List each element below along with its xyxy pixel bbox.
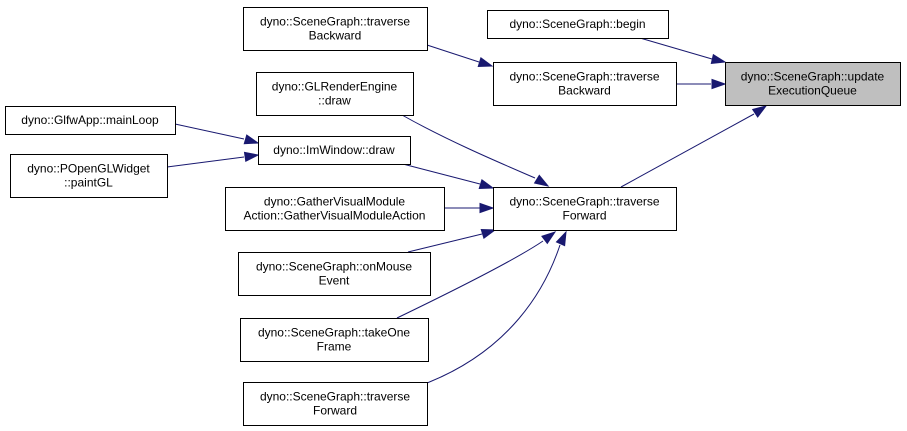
node-label-line: dyno::GlfwApp::mainLoop <box>21 113 159 127</box>
node-popengl[interactable]: dyno::POpenGLWidget::paintGL <box>10 154 168 198</box>
edge-line <box>166 156 245 168</box>
node-box[interactable] <box>493 187 677 231</box>
node-label-line: Event <box>319 274 350 288</box>
node-label-line: Frame <box>317 340 352 354</box>
edges <box>166 37 768 384</box>
edge-tb_mid-to-update <box>676 78 727 90</box>
node-begin[interactable]: dyno::SceneGraph::begin <box>487 10 669 39</box>
node-box[interactable] <box>243 382 428 426</box>
arrowhead-icon <box>710 53 727 65</box>
edge-line <box>396 240 544 319</box>
edge-line <box>639 37 713 60</box>
arrowhead-icon <box>541 231 557 245</box>
node-label-line: dyno::SceneGraph::traverse <box>260 390 410 404</box>
node-label-line: Forward <box>313 404 357 418</box>
arrowhead-icon <box>479 202 495 214</box>
arrowhead-icon <box>480 228 497 239</box>
nodes: dyno::SceneGraph::updateExecutionQueuedy… <box>5 7 901 426</box>
node-box[interactable] <box>493 62 677 106</box>
node-label-line: ::paintGL <box>64 176 113 190</box>
arrowhead-icon <box>555 230 567 247</box>
node-label-line: ::draw <box>318 94 351 108</box>
node-label-line: dyno::SceneGraph::onMouse <box>256 260 412 274</box>
node-box[interactable] <box>225 187 445 231</box>
edge-popengl-to-imwindow <box>166 151 260 168</box>
edge-line <box>620 113 755 188</box>
node-label-line: dyno::SceneGraph::update <box>741 70 885 84</box>
node-box[interactable] <box>243 7 428 51</box>
edge-begin-to-update <box>639 37 727 65</box>
edge-gather-to-tf_mid <box>444 202 495 214</box>
node-label-line: Backward <box>558 84 611 98</box>
node-glfw[interactable]: dyno::GlfwApp::mainLoop <box>5 106 176 135</box>
node-box[interactable] <box>240 318 429 362</box>
node-label-line: dyno::SceneGraph::traverse <box>260 15 410 29</box>
edge-line <box>407 233 483 253</box>
arrowhead-icon <box>243 134 260 145</box>
node-imwindow[interactable]: dyno::ImWindow::draw <box>258 136 411 165</box>
edge-glfw-to-imwindow <box>174 123 260 145</box>
edge-line <box>398 162 481 185</box>
node-label-line: Backward <box>309 29 362 43</box>
arrowhead-icon <box>243 151 260 163</box>
node-gather[interactable]: dyno::GatherVisualModuleAction::GatherVi… <box>225 187 445 231</box>
edge-glrender-to-tf_mid <box>401 114 550 187</box>
edge-onmouse-to-tf_mid <box>407 228 497 253</box>
node-label-line: Forward <box>562 209 606 223</box>
edge-tf_bot-to-tf_mid <box>426 230 567 384</box>
arrowhead-icon <box>711 78 727 90</box>
edge-takeone-to-tf_mid <box>396 231 557 319</box>
node-box[interactable] <box>725 62 901 106</box>
node-label-line: dyno::SceneGraph::traverse <box>509 70 659 84</box>
edge-line <box>174 123 245 140</box>
node-label-line: dyno::SceneGraph::begin <box>509 17 645 31</box>
edge-line <box>401 114 536 179</box>
edge-imwindow-to-tf_mid <box>398 162 495 190</box>
node-label-line: dyno::SceneGraph::takeOne <box>258 326 410 340</box>
arrowhead-icon <box>478 179 495 190</box>
node-glrender[interactable]: dyno::GLRenderEngine::draw <box>256 72 414 116</box>
node-box[interactable] <box>258 136 411 165</box>
node-label-line: dyno::GatherVisualModule <box>264 195 406 209</box>
node-label-line: dyno::ImWindow::draw <box>273 143 395 157</box>
edge-tf_mid-to-update <box>620 105 768 188</box>
node-box[interactable] <box>5 106 176 135</box>
node-label-line: Action::GatherVisualModuleAction <box>244 209 426 223</box>
edge-line <box>426 244 561 384</box>
node-label-line: dyno::GLRenderEngine <box>272 80 398 94</box>
edge-line <box>426 44 480 63</box>
node-box[interactable] <box>256 72 414 116</box>
edge-tb_top-to-tb_mid <box>426 44 494 68</box>
node-box[interactable] <box>238 252 431 296</box>
node-label-line: dyno::SceneGraph::traverse <box>509 195 659 209</box>
node-label-line: ExecutionQueue <box>768 84 857 98</box>
arrowhead-icon <box>533 174 550 187</box>
node-box[interactable] <box>487 10 669 39</box>
arrowhead-icon <box>751 105 768 118</box>
node-box[interactable] <box>10 154 168 198</box>
node-label-line: dyno::POpenGLWidget <box>27 162 150 176</box>
arrowhead-icon <box>477 57 494 68</box>
